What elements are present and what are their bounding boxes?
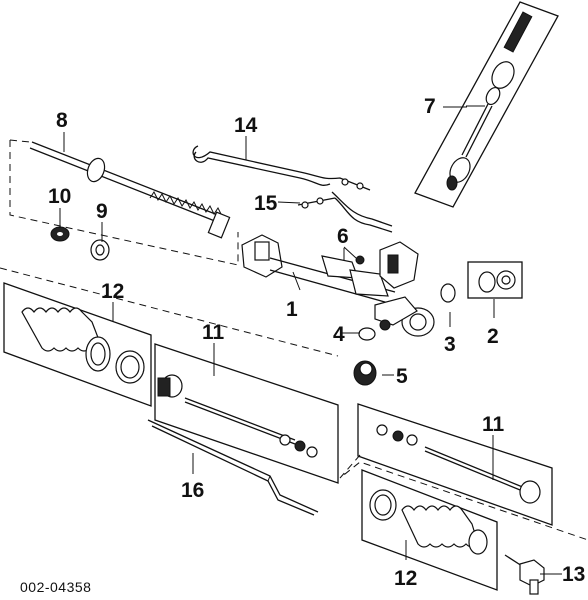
callout-11-right: 11 — [482, 413, 505, 436]
callout-12-left: 12 — [101, 280, 124, 303]
callout-13: 13 — [562, 563, 585, 586]
callout-3: 3 — [444, 333, 456, 356]
bellows-boot-left — [21, 307, 111, 372]
callout-labels: 8 10 9 14 15 6 7 1 4 3 2 5 12 11 11 16 1… — [20, 95, 585, 595]
part-13-tie-rod-end — [504, 554, 545, 595]
callout-16: 16 — [181, 479, 204, 502]
drawing-code: 002-04358 — [20, 579, 91, 595]
dashed-leader-right — [339, 454, 588, 541]
rack-teeth — [149, 191, 223, 217]
part-12-boot-kit-left — [3, 282, 152, 407]
callout-6: 6 — [337, 225, 349, 248]
callout-14: 14 — [234, 114, 258, 137]
part-1-steering-gear-housing — [241, 234, 435, 337]
callout-2: 2 — [487, 325, 499, 348]
part-3-seal — [440, 283, 456, 303]
dashed-leader-left — [0, 267, 339, 357]
callout-8: 8 — [56, 109, 68, 132]
part-7-inner-tie-rod-kit — [414, 1, 559, 208]
part-2-seal-kit — [467, 261, 523, 299]
part-14-pressure-lines — [192, 145, 393, 233]
part-11-tie-rod-left — [154, 343, 339, 484]
callout-1: 1 — [286, 298, 298, 321]
part-12-boot-kit-right — [361, 469, 498, 591]
part-10-washer — [50, 226, 70, 242]
callout-9: 9 — [96, 200, 108, 223]
callout-5: 5 — [396, 365, 408, 388]
callout-10: 10 — [48, 185, 71, 208]
callout-15: 15 — [254, 192, 278, 215]
callout-7: 7 — [424, 95, 436, 118]
part-5-mount-bushing — [353, 360, 377, 386]
callout-11-left: 11 — [202, 321, 225, 344]
callout-12-right: 12 — [394, 567, 417, 590]
part-6-fitting — [343, 246, 357, 259]
callout-leaders — [59, 106, 562, 575]
part-8-rack-shaft — [9, 139, 239, 266]
callout-4: 4 — [333, 323, 345, 346]
part-9-bushing — [90, 239, 110, 261]
part-16-heat-shield — [147, 419, 319, 516]
part-11-tie-rod-right — [357, 403, 553, 526]
part-4-grommet — [358, 327, 376, 341]
bellows-boot-right — [401, 505, 488, 555]
